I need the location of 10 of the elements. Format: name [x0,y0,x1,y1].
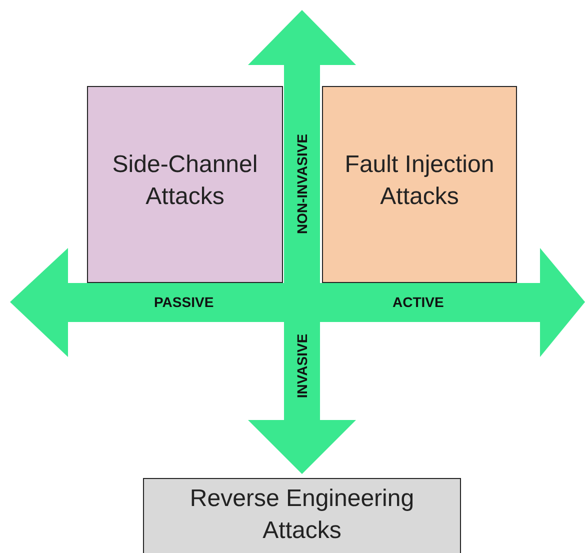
axis-label: ACTIVE [392,294,444,310]
box-title: Reverse Engineering Attacks [188,484,416,546]
axis-label: INVASIVE [294,334,310,398]
category-box [322,86,517,283]
category-box [143,478,461,553]
axis-label: PASSIVE [154,294,214,310]
category-box [87,86,283,283]
axis-label: NON-INVASIVE [294,134,310,234]
box-title: Side-Channel Attacks [111,150,259,212]
box-title: Fault Injection Attacks [344,150,496,212]
